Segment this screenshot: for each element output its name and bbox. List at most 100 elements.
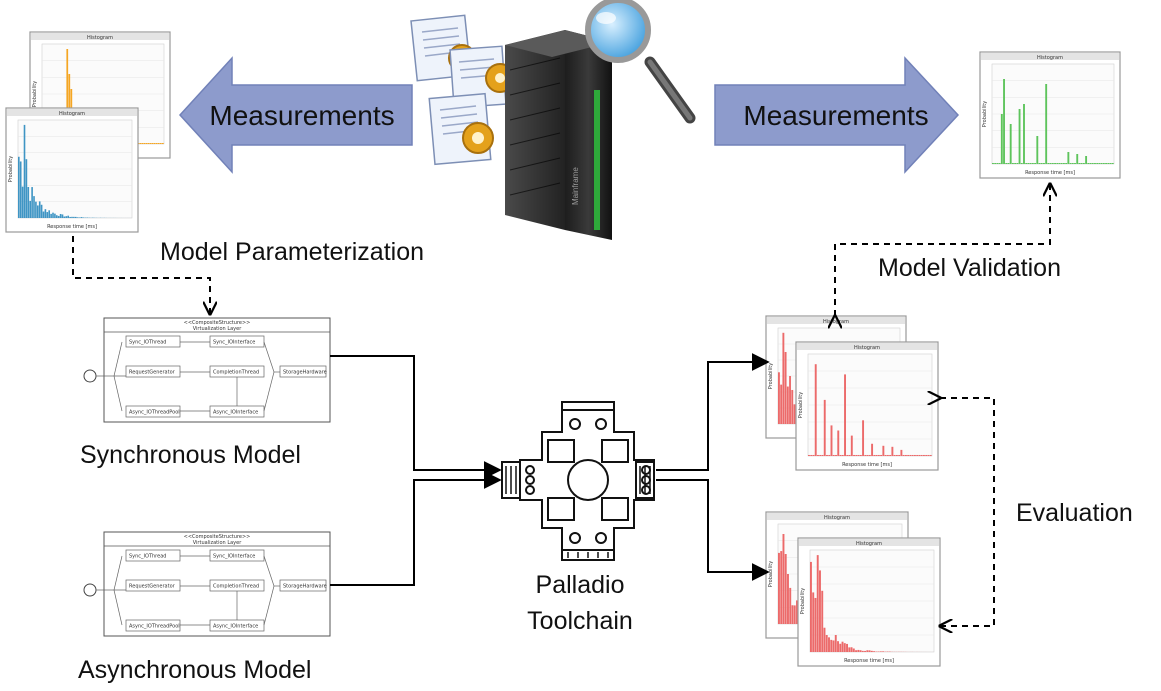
histogram-titlebar (981, 53, 1119, 60)
model-connector (113, 375, 123, 412)
histogram-bar (1062, 163, 1065, 164)
model-component-box (125, 619, 181, 632)
histogram-bar (1109, 163, 1112, 164)
histogram-bar (839, 643, 842, 652)
histogram-bar (816, 555, 819, 652)
histogram-bar (855, 454, 858, 456)
histogram-bar (1043, 163, 1045, 164)
histogram-bar (1018, 109, 1021, 164)
histogram-bar (1087, 163, 1090, 164)
model-component-label: CompletionThread (213, 584, 259, 590)
histogram-bar (153, 143, 156, 144)
palladio-toolchain-label-line2: Toolchain (527, 607, 633, 635)
histogram-title: Histogram (854, 345, 880, 351)
histogram-bar (35, 201, 37, 218)
model-component-box (279, 365, 327, 378)
histogram-bar (837, 430, 840, 456)
histogram-bar (40, 204, 43, 218)
histogram-bar (25, 159, 28, 218)
histogram-bar (44, 209, 47, 218)
histogram-bar (821, 590, 824, 652)
histogram-bar (18, 156, 20, 218)
histogram-bar (812, 592, 815, 652)
histogram-bar (1045, 84, 1048, 164)
histogram-bar (848, 454, 851, 456)
histogram-y-axis-label: Probability (32, 81, 38, 107)
histogram-bar (850, 647, 853, 652)
histogram-bar (63, 216, 66, 218)
histogram-bar (78, 217, 81, 218)
evaluation-arrow (940, 398, 995, 626)
histogram-bar (784, 554, 787, 624)
histogram-bar (832, 454, 835, 456)
histogram-title: Histogram (824, 515, 850, 521)
histogram-bar (46, 212, 49, 218)
histogram-bar (139, 143, 142, 144)
histogram-bar (52, 212, 54, 218)
histogram-bar (812, 454, 815, 456)
histogram-bar (810, 454, 813, 456)
histogram-bar (1089, 163, 1092, 164)
histogram-bar (1049, 163, 1052, 164)
synchronous-model-label: Synchronous Model (80, 441, 301, 469)
histogram-bar (145, 143, 148, 144)
histogram-bar (37, 205, 39, 218)
model-component-label: StorageHardware (283, 370, 327, 376)
histogram-bar (780, 384, 783, 424)
model-connector (113, 341, 123, 377)
parameterization-arrow (72, 236, 210, 314)
model-parameterization-label: Model Parameterization (160, 238, 424, 266)
histogram-bar (1040, 163, 1043, 164)
histogram-bar (782, 534, 785, 624)
model-component-label: RequestGenerator (129, 370, 176, 376)
histogram-bar (19, 161, 22, 218)
histogram-bar (837, 641, 839, 652)
histogram-bar (920, 454, 923, 456)
histogram-bar (66, 49, 69, 144)
histogram-bar (866, 650, 869, 652)
histogram-bar (855, 650, 858, 652)
histogram-bar (1080, 163, 1083, 164)
histogram-bar (808, 454, 810, 456)
histogram-bar (141, 143, 144, 144)
model-connector (113, 555, 123, 591)
histogram-bar (71, 216, 73, 218)
histogram-bar (846, 454, 849, 456)
histogram-bar (143, 143, 146, 144)
histogram-bar (1036, 136, 1039, 164)
histogram-bar (782, 332, 785, 424)
histogram-bar (832, 640, 835, 652)
histogram-bar (1065, 163, 1068, 164)
model-component-label: CompletionThread (213, 370, 259, 376)
histogram-bar (1058, 163, 1061, 164)
histogram-bar (828, 637, 830, 652)
model-component-label: Async_IOThreadPool (129, 624, 180, 630)
histogram-bar (868, 650, 871, 652)
histogram-bar (1051, 163, 1054, 164)
sync-to-palladio-arrow (330, 355, 502, 479)
histogram-bar (73, 216, 75, 218)
measurements-right-arrow: Measurements (714, 56, 960, 174)
model-component-label: Async_IOThreadPool (129, 410, 180, 416)
solid-connectors (330, 353, 770, 586)
histogram-bar (80, 217, 83, 218)
histogram-bar (69, 216, 71, 218)
histogram-bar (793, 605, 796, 624)
histogram-bar (1007, 163, 1010, 164)
histogram-bar (911, 454, 914, 456)
validation-arrow (835, 184, 1050, 316)
histogram-bar (31, 187, 33, 218)
model-provided-interface (83, 369, 97, 383)
histogram-y-axis-label: Probability (982, 101, 988, 127)
histogram-bar (1003, 79, 1005, 164)
histogram-bar (873, 454, 876, 456)
histogram-titlebar (797, 343, 937, 350)
palladio-toolchain-icon (501, 401, 655, 561)
histogram-bar (852, 648, 855, 652)
histogram-bar (909, 454, 912, 456)
histogram-bar (830, 639, 833, 652)
histogram-bar (149, 143, 152, 144)
palladio-to-async-result-arrow (656, 479, 770, 581)
histogram-bar (1076, 154, 1079, 164)
